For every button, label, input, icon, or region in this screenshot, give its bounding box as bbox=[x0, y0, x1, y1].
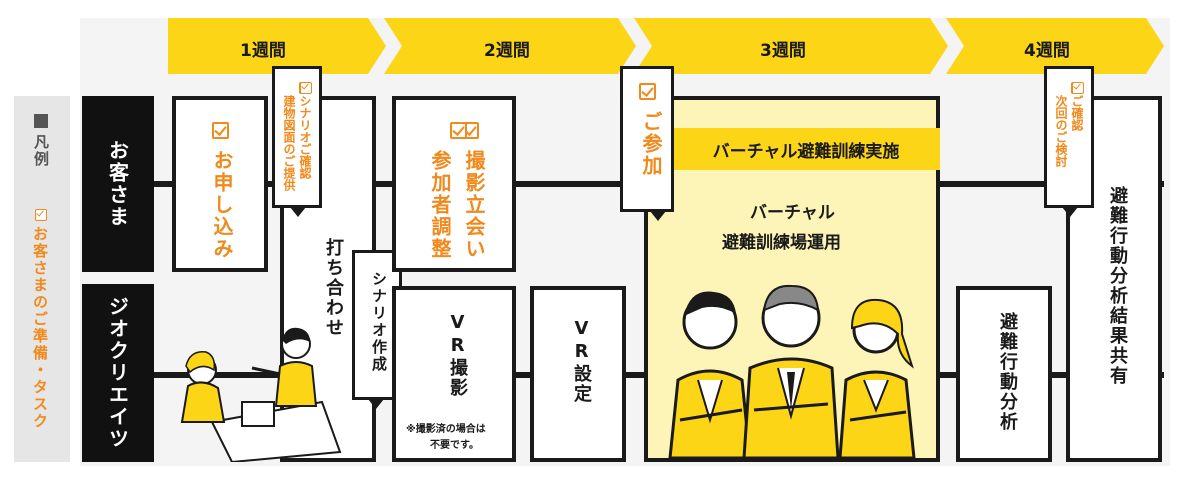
week-label-3: 3週間 bbox=[760, 41, 806, 61]
week-label-4: 4週間 bbox=[1024, 41, 1070, 61]
task-shoot-label: 撮影立会い bbox=[462, 150, 486, 260]
bubble-participate: ご参加 bbox=[620, 66, 674, 212]
next-consider-label: 次回のご検討 bbox=[1054, 95, 1068, 167]
legend-item: お客さまのご準備・タスク bbox=[31, 226, 49, 430]
scenario-check-label: シナリオご確認 bbox=[298, 95, 312, 179]
drawing-provide-label: 建物図面のご提供 bbox=[282, 95, 296, 191]
person-center-icon bbox=[742, 284, 840, 458]
week-arrow-4 bbox=[946, 18, 1164, 74]
task-vr-setup: VR設定 bbox=[530, 286, 626, 462]
meeting-illustration bbox=[180, 327, 342, 462]
participate-label: ご参加 bbox=[639, 111, 663, 177]
row-label-customer: お客さま bbox=[82, 96, 154, 272]
check-icon bbox=[639, 83, 656, 100]
week-label-2: 2週間 bbox=[484, 41, 530, 61]
virtual-ops-label-1: バーチャル bbox=[750, 203, 835, 223]
task-vr-setup-label: VR設定 bbox=[571, 318, 592, 404]
task-apply-label: お申し込み bbox=[210, 150, 234, 260]
drill-banner: バーチャル避難訓練実施 bbox=[672, 128, 940, 170]
person-left-icon bbox=[668, 291, 752, 458]
row-label-company: ジオクリエイツ bbox=[82, 284, 154, 462]
task-scenario-label: シナリオ作成 bbox=[370, 271, 388, 373]
bubble-confirm: ご確認 次回のご検討 bbox=[1044, 66, 1094, 208]
task-vr-shoot: VR撮影 ※撮影済の場合は 不要です。 bbox=[392, 286, 516, 462]
week-timeline bbox=[168, 18, 1164, 74]
week-arrow-3 bbox=[634, 18, 948, 74]
vr-shoot-note-1: ※撮影済の場合は bbox=[406, 424, 486, 435]
task-analysis-label: 避難行動分析 bbox=[997, 312, 1018, 432]
people-illustration bbox=[668, 284, 916, 458]
vr-shoot-note-2: 不要です。 bbox=[430, 440, 479, 451]
bubble-tail bbox=[290, 207, 306, 217]
week-arrow-1 bbox=[168, 18, 386, 74]
task-meeting-label: 打ち合わせ bbox=[323, 238, 344, 338]
legend-square-icon bbox=[34, 114, 48, 128]
check-icon bbox=[1072, 82, 1085, 94]
week-arrow-2 bbox=[384, 18, 636, 74]
task-shoot: 撮影立会い 参加者調整 bbox=[392, 96, 516, 272]
check-icon bbox=[450, 122, 468, 139]
bubble-tail bbox=[650, 211, 666, 221]
person-right-icon bbox=[838, 298, 916, 458]
task-apply: お申し込み bbox=[172, 96, 268, 272]
bubble-tail bbox=[1062, 207, 1078, 217]
bubble-tail bbox=[368, 399, 384, 409]
week-label-1: 1週間 bbox=[240, 41, 286, 61]
virtual-ops-label-2: 避難訓練場運用 bbox=[722, 233, 841, 253]
legend-check-icon bbox=[35, 209, 47, 221]
check-icon bbox=[212, 122, 229, 139]
legend-title: 凡例 bbox=[32, 134, 50, 168]
task-analysis: 避難行動分析 bbox=[956, 286, 1052, 462]
drill-banner-label: バーチャル避難訓練実施 bbox=[712, 141, 900, 162]
check-icon bbox=[300, 82, 313, 94]
task-participants-label: 参加者調整 bbox=[428, 150, 452, 260]
task-share-label: 避難行動分析結果共有 bbox=[1107, 186, 1128, 386]
task-vr-shoot-label: VR撮影 bbox=[447, 312, 468, 398]
laptop-icon bbox=[241, 401, 275, 427]
legend bbox=[14, 96, 70, 462]
confirm-label: ご確認 bbox=[1070, 95, 1084, 131]
bubble-scenario-check: シナリオご確認 建物図面のご提供 bbox=[272, 66, 322, 208]
